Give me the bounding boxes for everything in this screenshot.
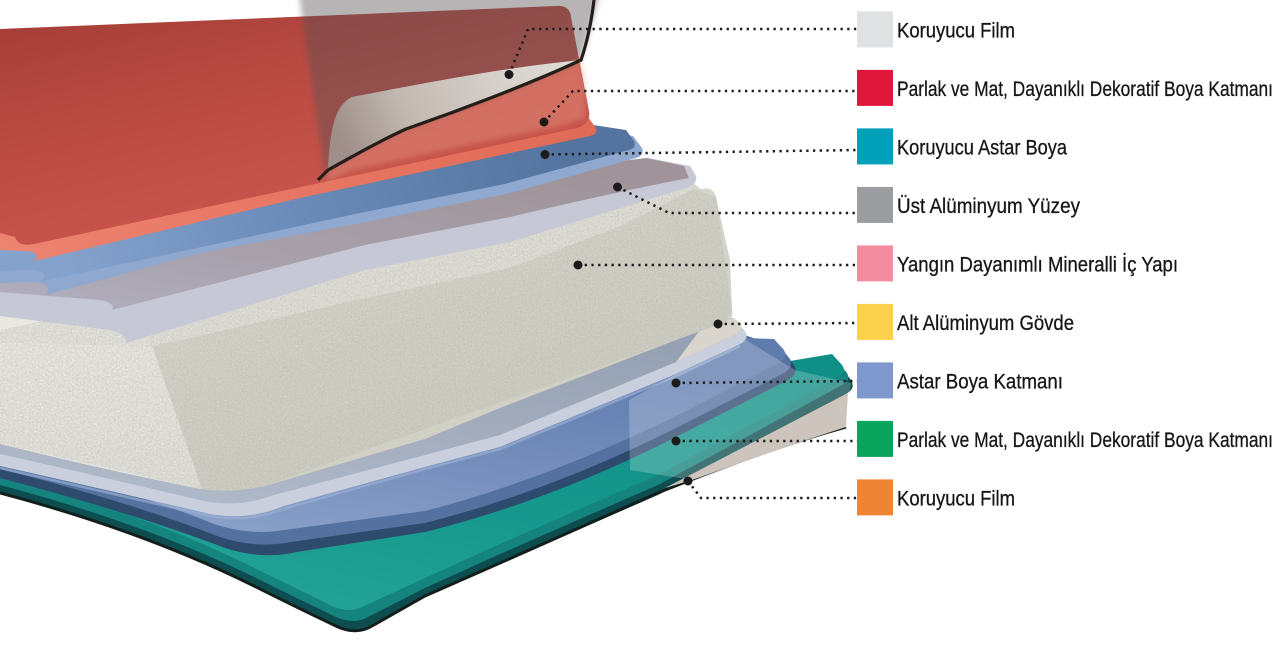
svg-text:Parlak ve Mat, Dayanıklı Dekor: Parlak ve Mat, Dayanıklı Dekoratif Boya … <box>897 77 1273 101</box>
svg-text:Alt Alüminyum Gövde: Alt Alüminyum Gövde <box>897 311 1074 335</box>
svg-text:Koruyucu Astar Boya: Koruyucu Astar Boya <box>897 135 1067 159</box>
svg-text:Üst Alüminyum Yüzey: Üst Alüminyum Yüzey <box>897 194 1080 218</box>
svg-text:Astar Boya Katmanı: Astar Boya Katmanı <box>897 369 1063 393</box>
svg-text:Koruyucu Film: Koruyucu Film <box>897 486 1015 510</box>
svg-text:Koruyucu Film: Koruyucu Film <box>897 18 1015 42</box>
svg-text:Parlak ve Mat, Dayanıklı Dekor: Parlak ve Mat, Dayanıklı Dekoratif Boya … <box>897 428 1273 452</box>
svg-text:Yangın Dayanımlı Mineralli İç: Yangın Dayanımlı Mineralli İç Yapı <box>897 252 1178 276</box>
